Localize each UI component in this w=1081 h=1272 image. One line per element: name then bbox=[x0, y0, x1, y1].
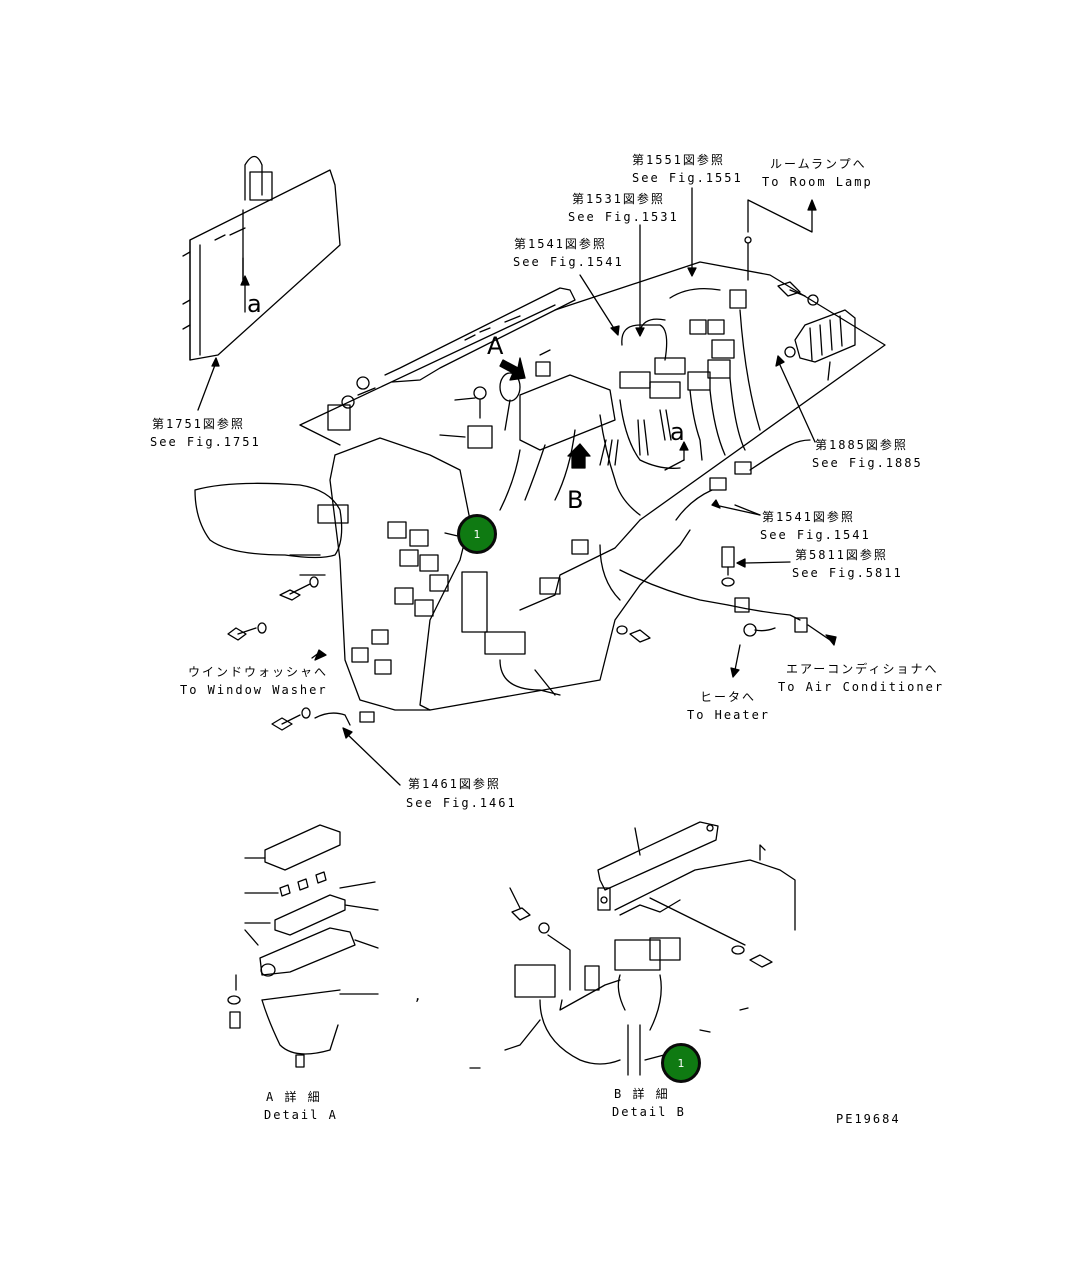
section-a-arrow-label: a bbox=[247, 290, 262, 318]
fig1461-label-en: See Fig.1461 bbox=[406, 796, 517, 810]
fig1531-label-jp: 第1531図参照 bbox=[572, 192, 665, 206]
detail-a-title-en: Detail A bbox=[264, 1108, 338, 1122]
fig1885-label-en: See Fig.1885 bbox=[812, 456, 923, 470]
fig1541b-label-en: See Fig.1541 bbox=[760, 528, 871, 542]
air-conditioner-label-jp: エアーコンディショナへ bbox=[786, 662, 939, 676]
dashboard-assembly bbox=[194, 199, 886, 786]
room-lamp-label-en: To Room Lamp bbox=[762, 175, 873, 189]
view-b-label: B bbox=[567, 486, 584, 514]
air-conditioner-label-en: To Air Conditioner bbox=[778, 680, 945, 694]
detail-b-title-en: Detail B bbox=[612, 1105, 686, 1119]
detail-a-drawing bbox=[227, 824, 379, 1068]
fig1751-label-jp: 第1751図参照 bbox=[152, 417, 245, 431]
fig1551-label-en: See Fig.1551 bbox=[632, 171, 743, 185]
fig1551-label-jp: 第1551図参照 bbox=[632, 153, 725, 167]
fig5811-label-en: See Fig.5811 bbox=[792, 566, 903, 580]
fig1751-label-en: See Fig.1751 bbox=[150, 435, 261, 449]
window-washer-label-jp: ウインドウォッシャへ bbox=[188, 665, 329, 679]
view-a-label: A bbox=[487, 332, 504, 360]
detail-b-title-jp: B 詳 細 bbox=[614, 1087, 670, 1101]
section-a-mid-label: a bbox=[670, 418, 685, 446]
detail-a-title-jp: A 詳 細 bbox=[266, 1090, 322, 1104]
fig1541-label-en: See Fig.1541 bbox=[513, 255, 624, 269]
fig1885-label-jp: 第1885図参照 bbox=[815, 438, 908, 452]
heater-label-jp: ヒータへ bbox=[700, 690, 757, 704]
fig1541-label-jp: 第1541図参照 bbox=[514, 237, 607, 251]
fig1531-label-en: See Fig.1531 bbox=[568, 210, 679, 224]
room-lamp-label-jp: ルームランプへ bbox=[770, 157, 867, 171]
window-washer-label-en: To Window Washer bbox=[180, 683, 328, 697]
fig1541b-label-jp: 第1541図参照 bbox=[762, 510, 855, 524]
separator-comma: , bbox=[415, 985, 421, 1004]
callout-1-main[interactable]: 1 bbox=[457, 514, 497, 554]
drawing-number: PE19684 bbox=[836, 1112, 901, 1126]
detail-b-drawing bbox=[469, 821, 796, 1076]
fig5811-label-jp: 第5811図参照 bbox=[795, 548, 888, 562]
fig1461-label-jp: 第1461図参照 bbox=[408, 777, 501, 791]
callout-1-detail-b[interactable]: 1 bbox=[661, 1043, 701, 1083]
controller-panel bbox=[182, 155, 341, 361]
heater-label-en: To Heater bbox=[687, 708, 771, 722]
